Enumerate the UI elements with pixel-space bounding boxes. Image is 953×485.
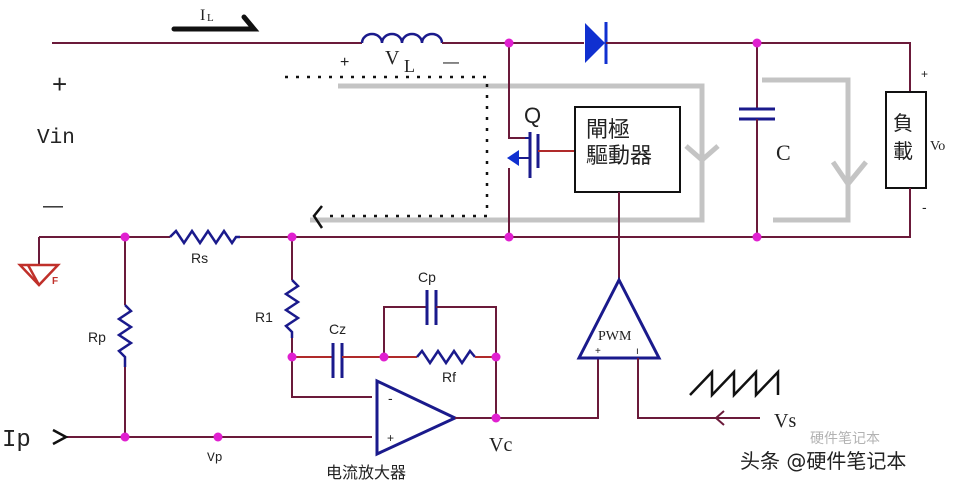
ground-tag: F [52,276,58,287]
vo-label: Vo [930,139,945,154]
node-rp-bottom [120,432,130,442]
current-amplifier-icon [375,378,459,457]
cz-label: Cz [329,321,346,337]
sawtooth-waveform-icon [689,368,780,399]
node-switch [504,38,514,48]
node-source [504,232,514,242]
inductor-current-arrow-icon [171,14,260,32]
switch-drain-wire [508,43,525,139]
vin-label: Vin [37,127,75,150]
il-label-main: I [200,7,205,24]
load-label-char1: 負 [893,112,913,135]
cp-label: Cp [418,269,436,285]
gate-driver-label-line2: 驅動器 [586,143,652,168]
resistor-rp-icon [116,304,134,367]
opamp-name: 电流放大器 [326,464,406,482]
resistor-rf-icon [416,348,476,366]
vs-arrow-icon [714,410,725,426]
node-vc [491,413,501,423]
current-loop-switch [310,83,720,223]
load-label-char2: 載 [893,140,913,163]
cp-wire-right [436,306,497,418]
opamp-plus: + [387,431,394,445]
node-cap-top [752,38,762,48]
diode-icon [585,22,608,64]
return-rail-wire [52,188,911,238]
node-vp [213,432,223,442]
node-r1-top [287,232,297,242]
vl-label-sub: L [404,56,415,76]
vs-input-wire [637,358,760,419]
vp-label: Vp [207,450,223,465]
inductor-coil-icon [360,32,444,44]
vc-label: Vc [489,434,512,456]
cp-wire-left [383,306,426,357]
resistor-rs-icon [169,228,240,246]
node-rp-top [120,232,130,242]
rf-label: Rf [442,369,456,385]
vin-plus: + [52,69,67,99]
mosfet-icon [507,132,575,178]
dotted-current-path [285,75,489,218]
watermark-line2: 头条 @硬件笔记本 [740,449,906,473]
vo-plus: + [921,67,928,81]
vs-label: Vs [774,410,796,432]
vl-minus: — [443,54,459,71]
gate-driver-label-line1: 閘極 [586,117,630,142]
ip-label: Ip [2,427,31,454]
ground-icon [17,237,61,287]
top-rail-wire-3 [606,42,911,92]
dotted-path-arrow-icon [312,205,324,229]
vo-minus: - [922,199,927,215]
node-cz-rf [379,352,389,362]
junction-nodes [120,38,762,442]
current-loop-output [762,77,868,223]
ip-arrow-icon [52,428,69,446]
opamp-minus: - [388,390,393,406]
node-rf-out [491,352,501,362]
pwm-minus: ı [636,346,639,357]
pwm-label: PWM [598,329,632,344]
node-r1-bottom [287,352,297,362]
vc-output-wire [455,358,599,419]
pwm-plus: + [595,346,601,357]
rp-label: Rp [88,329,106,345]
vin-minus: — [43,195,63,217]
resistor-r1-icon [283,279,301,338]
r1-label: R1 [255,309,273,325]
il-label-sub: L [207,12,214,24]
switch-label: Q [524,103,541,128]
load-box [885,91,927,189]
node-cap-bottom [752,232,762,242]
capacitor-label: C [776,140,791,165]
vl-label-main: V [385,47,400,69]
pwm-comparator-icon [576,276,662,360]
watermark-line1: 硬件笔记本 [810,431,880,447]
vl-plus: + [340,54,349,71]
rs-label: Rs [191,250,208,266]
gate-driver-box [574,106,681,193]
